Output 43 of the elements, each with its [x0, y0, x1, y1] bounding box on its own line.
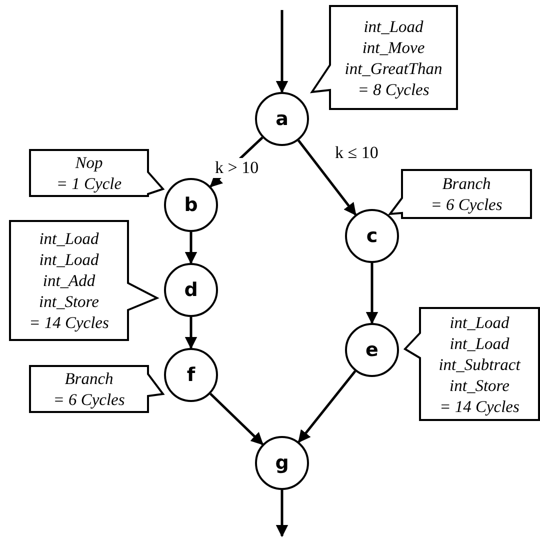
node-label: f: [186, 364, 196, 386]
node-circle: [345, 209, 399, 263]
arrow: [184, 317, 198, 350]
callout-text: Branch: [442, 173, 491, 194]
callout-text: int_Store: [450, 374, 510, 396]
node-circle: [255, 436, 309, 490]
callout-text: int_GreatThan: [344, 58, 442, 78]
node-circle: [345, 323, 399, 377]
node-circle: [255, 92, 309, 146]
callout-text: int_Load: [450, 332, 510, 354]
callout-text: int_Load: [364, 16, 424, 36]
edge-label: k > 10: [213, 158, 261, 178]
callout-text: int_Load: [450, 312, 510, 332]
callout-text: Branch: [64, 368, 114, 389]
callout-text: = 6 Cycles: [53, 389, 125, 410]
callout-text: = 14 Cycles: [440, 396, 520, 416]
callout-text: = 6 Cycles: [430, 194, 502, 215]
node-label: a: [276, 108, 288, 130]
node-circle: [164, 348, 218, 402]
node-label: g: [275, 452, 289, 474]
callout-text: = 8 Cycles: [358, 78, 430, 100]
callout-text: int_Store: [39, 291, 99, 312]
callout-text: = 1 Cycle: [56, 173, 122, 194]
node-label: c: [366, 225, 378, 247]
callout-text: int_Load: [39, 249, 99, 270]
callout-text: int_Subtract: [438, 354, 520, 374]
arrow: [276, 10, 288, 94]
node-label: e: [366, 339, 378, 361]
arrow: [366, 263, 378, 324]
callout-text: Nop: [75, 152, 103, 173]
callout-text: int_Move: [362, 36, 425, 58]
arrow: [276, 490, 288, 538]
callout-text: = 14 Cycles: [29, 312, 109, 333]
callout-text: int_Load: [39, 228, 99, 249]
arrow: [210, 392, 264, 446]
node-circle: [164, 178, 218, 232]
arrow: [297, 140, 357, 216]
callout-text: int_Add: [42, 270, 96, 291]
node-label: d: [184, 279, 198, 301]
node-circle: [164, 263, 218, 317]
arrow: [298, 370, 356, 443]
arrow: [184, 232, 198, 264]
node-label: b: [184, 194, 198, 216]
